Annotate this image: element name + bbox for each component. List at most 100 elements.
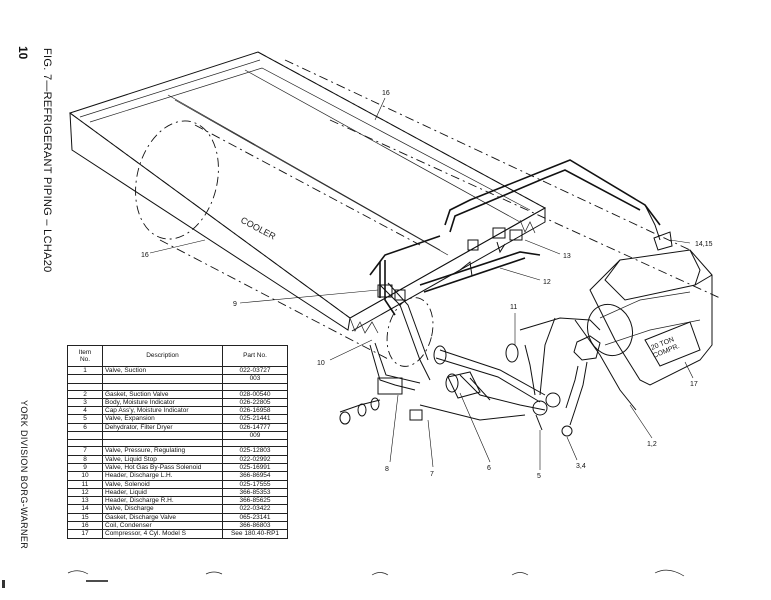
item-number: 16 bbox=[67, 521, 103, 531]
item-description: Valve, Discharge bbox=[102, 504, 223, 514]
item-number: 10 bbox=[67, 471, 103, 481]
item-number bbox=[67, 431, 103, 441]
item-number: 17 bbox=[67, 529, 103, 539]
item-description: Compressor, 4 Cyl. Model S bbox=[102, 529, 223, 539]
callout-3-4: 3,4 bbox=[576, 463, 586, 470]
condenser-coil-outline bbox=[68, 51, 721, 367]
callout-5: 5 bbox=[537, 473, 541, 480]
callout-12: 12 bbox=[543, 279, 551, 286]
item-description: Valve, Expansion bbox=[102, 414, 223, 424]
part-number: 025-16991 bbox=[222, 462, 288, 473]
item-number: 8 bbox=[67, 454, 103, 464]
item-number: 2 bbox=[67, 389, 103, 399]
table-spacer bbox=[67, 439, 288, 448]
part-number: 026-16958 bbox=[222, 406, 288, 416]
item-description: Valve, Pressure, Regulating bbox=[102, 446, 223, 456]
item-description: Cap Ass'y, Moisture Indicator bbox=[102, 406, 223, 416]
item-number: 12 bbox=[67, 487, 103, 498]
callout-16-top: 16 bbox=[382, 90, 390, 97]
item-number: 4 bbox=[67, 406, 103, 416]
callout-13: 13 bbox=[563, 253, 571, 260]
table-row: 009 bbox=[67, 431, 288, 441]
part-number: 366-86954 bbox=[222, 471, 288, 481]
table-spacer bbox=[67, 382, 288, 391]
binding-mark bbox=[2, 580, 5, 588]
item-description: Header, Discharge L.H. bbox=[102, 471, 223, 481]
part-number: 366-85625 bbox=[222, 496, 288, 506]
callout-11: 11 bbox=[510, 304, 517, 311]
item-description: Header, Liquid bbox=[102, 487, 223, 498]
part-number: 022-03727 bbox=[222, 365, 288, 376]
part-number: 025-21441 bbox=[222, 414, 288, 424]
item-number: 6 bbox=[67, 422, 103, 433]
callout-1-2: 1,2 bbox=[647, 441, 657, 448]
callout-10: 10 bbox=[317, 360, 325, 367]
callout-8: 8 bbox=[385, 466, 389, 473]
item-description: Header, Discharge R.H. bbox=[102, 496, 223, 506]
item-description bbox=[102, 374, 223, 384]
part-number: 009 bbox=[222, 431, 288, 441]
part-number: 028-00540 bbox=[222, 389, 288, 399]
item-number: 15 bbox=[67, 512, 103, 523]
header-description: Description bbox=[102, 345, 223, 367]
item-number: 3 bbox=[67, 397, 103, 408]
part-number: 065-23141 bbox=[222, 512, 288, 523]
item-description: Valve, Solenoid bbox=[102, 479, 223, 489]
callout-7: 7 bbox=[430, 471, 434, 478]
compressor-outline: 20 TON COMPR. bbox=[586, 249, 713, 386]
piping-network bbox=[339, 159, 673, 437]
item-description: Gasket, Suction Valve bbox=[102, 389, 223, 399]
item-number bbox=[67, 374, 103, 384]
item-number: 13 bbox=[67, 496, 103, 506]
cooler-label: COOLER bbox=[239, 215, 278, 242]
item-number: 1 bbox=[67, 365, 103, 376]
item-description: Valve, Liquid Stop bbox=[102, 454, 223, 464]
callout-9: 9 bbox=[233, 301, 237, 308]
part-number: 366-85353 bbox=[222, 487, 288, 498]
item-description bbox=[102, 431, 223, 441]
callout-16-left: 16 bbox=[141, 252, 149, 259]
part-number: 366-86803 bbox=[222, 521, 288, 531]
header-part-no: Part No. bbox=[222, 345, 288, 367]
item-number: 7 bbox=[67, 446, 103, 456]
item-description: Coil, Condenser bbox=[102, 521, 223, 531]
callout-labels: 16 16 13 14,15 12 9 11 10 17 1,2 3,4 8 7… bbox=[141, 90, 713, 480]
item-description: Gasket, Discharge Valve bbox=[102, 512, 223, 523]
item-number: 9 bbox=[67, 462, 103, 473]
part-number: See 180.40-RP1 bbox=[222, 529, 288, 539]
item-description: Body, Moisture Indicator bbox=[102, 397, 223, 408]
scan-artifacts bbox=[67, 569, 685, 582]
part-number: 026-22805 bbox=[222, 397, 288, 408]
callout-17: 17 bbox=[690, 381, 698, 388]
leader-lines bbox=[149, 97, 694, 470]
item-description: Valve, Suction bbox=[102, 365, 223, 376]
callout-6: 6 bbox=[487, 465, 491, 472]
table-row: 003 bbox=[67, 374, 288, 384]
callout-14-15: 14,15 bbox=[695, 241, 713, 248]
item-number: 14 bbox=[67, 504, 103, 514]
part-number: 003 bbox=[222, 374, 288, 384]
part-number: 022-03422 bbox=[222, 504, 288, 514]
part-number: 025-12803 bbox=[222, 446, 288, 456]
